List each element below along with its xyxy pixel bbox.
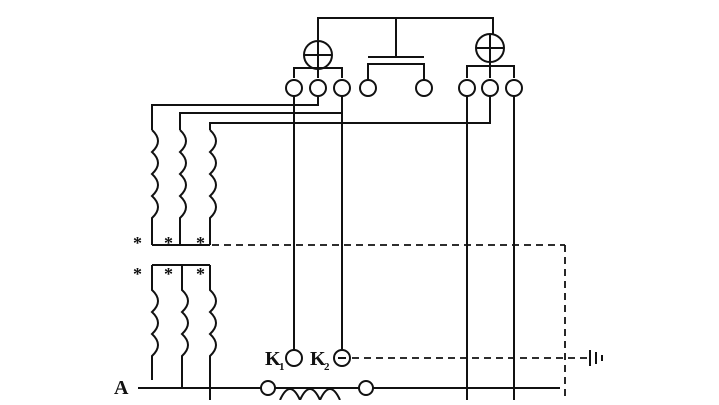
k2-sub: 2 [324,361,330,373]
dashed-connections [212,244,588,400]
phase-label: A [114,377,129,399]
meter-left [293,40,343,78]
terminal [458,79,476,97]
terminal-row [285,79,523,97]
k1-sub: 1 [279,361,285,373]
meter-right [466,33,515,78]
terminal [333,79,351,97]
polarity-mark: * [133,233,142,253]
polarity-mark: * [196,233,205,253]
ground-icon [589,350,603,366]
k-terminals [285,349,351,367]
lower-coils [150,264,217,400]
secondary-leads [151,96,515,400]
primary-line [138,380,560,403]
terminal [415,79,433,97]
k2-label: K [310,348,326,370]
polarity-mark: * [133,264,142,284]
terminal [309,79,327,97]
upper-coils [150,129,217,246]
terminal [285,79,303,97]
polarity-mark: * [196,264,205,284]
polarity-mark: * [164,264,173,284]
k1-terminal [285,349,303,367]
top-bus [317,17,494,85]
polarity-marks: * * * * * * [133,233,205,284]
k1-label: K [265,348,281,370]
polarity-mark: * [164,233,173,253]
terminal [359,79,377,97]
terminal [481,79,499,97]
labels: A K 1 K 2 [114,348,330,399]
terminal [505,79,523,97]
